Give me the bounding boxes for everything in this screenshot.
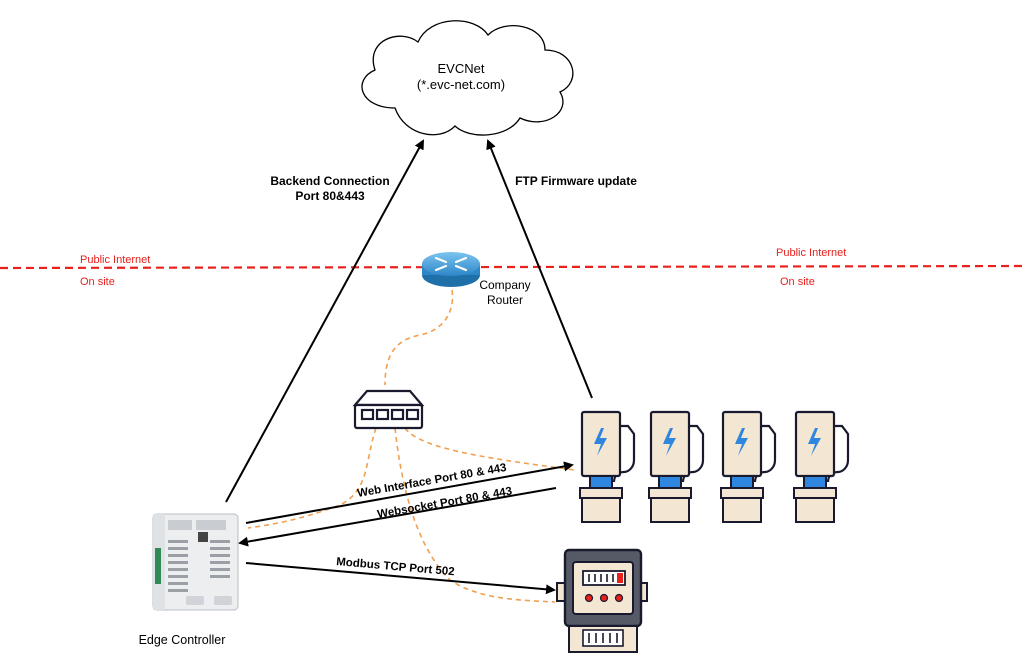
backend-connection-label: Backend Connection [270,174,389,188]
backend-port-label: Port 80&443 [295,189,365,203]
edge-controller-icon [152,513,239,611]
ev-charger-icon [579,410,636,523]
cloud-icon [361,20,574,136]
router-icon [422,252,480,287]
cloud-subtitle: (*.evc-net.com) [417,77,505,92]
modbus-label: Modbus TCP Port 502 [336,556,455,578]
boundary-label-public-left: Public Internet [80,254,150,266]
ev-charger-icon [648,410,705,523]
boundary-label-public-right: Public Internet [776,247,846,259]
boundary-label-onsite-right: On site [780,276,815,288]
internet-boundary-line [0,264,1024,270]
edge-controller-label: Edge Controller [139,633,226,647]
router-label-line1: Company [479,278,530,292]
router-label-line2: Router [487,293,523,307]
boundary-label-onsite-left: On site [80,276,115,288]
ftp-firmware-label: FTP Firmware update [515,174,637,188]
ev-charger-icon [793,410,850,523]
cloud-title: EVCNet [438,61,485,76]
ev-charger-icon [720,410,777,523]
ethernet-cables [247,289,576,603]
ev-charger-group [579,410,850,523]
connection-arrows [225,139,593,595]
network-switch-icon [352,389,425,430]
energy-meter-icon [556,548,648,653]
